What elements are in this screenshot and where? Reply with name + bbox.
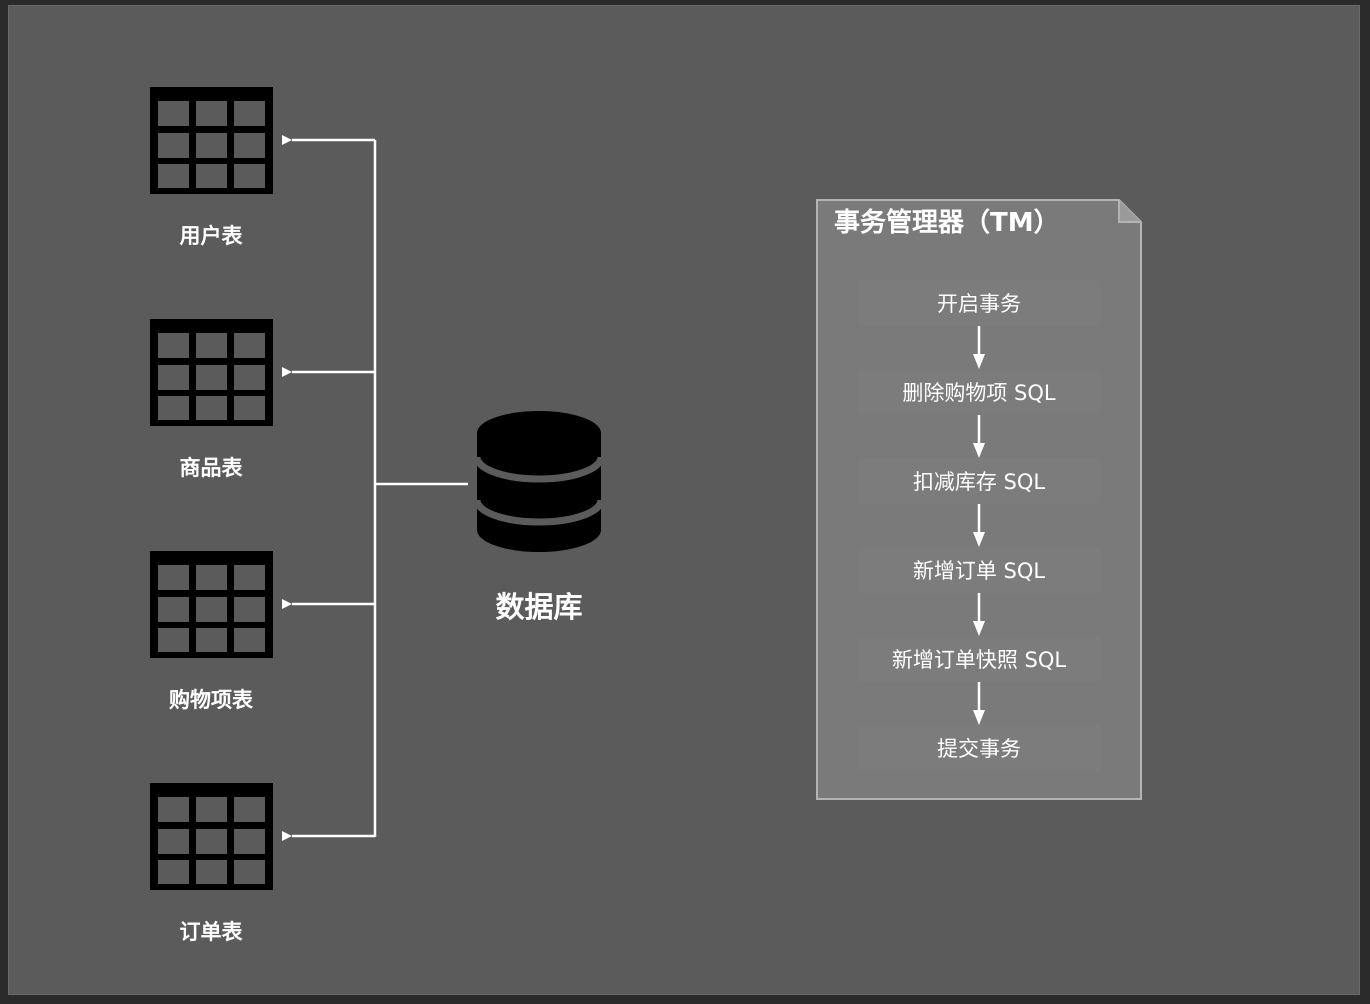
table-label-cart: 购物项表	[169, 688, 253, 712]
tm-title: 事务管理器（TM）	[834, 208, 1060, 238]
tm-step-begin: 开启事务	[857, 280, 1101, 326]
table-label-order: 订单表	[179, 920, 243, 944]
table-label-product: 商品表	[179, 456, 243, 480]
tm-step-commit: 提交事务	[857, 725, 1101, 771]
tm-step-delete-cart-item: 删除购物项 SQL	[857, 369, 1101, 415]
tm-step-insert-order: 新增订单 SQL	[857, 547, 1101, 593]
table-label-user: 用户表	[179, 224, 243, 248]
table-icon-order	[150, 783, 273, 890]
table-icon-user	[150, 87, 273, 194]
database-label: 数据库	[495, 590, 583, 624]
db-connectors	[282, 135, 468, 841]
database-icon	[473, 411, 605, 552]
tm-step-deduct-stock: 扣减库存 SQL	[857, 458, 1101, 504]
table-icon-cart	[150, 551, 273, 658]
tm-step-insert-order-snapshot: 新增订单快照 SQL	[857, 636, 1101, 682]
step-arrows	[973, 326, 985, 725]
table-icon-product	[150, 319, 273, 426]
